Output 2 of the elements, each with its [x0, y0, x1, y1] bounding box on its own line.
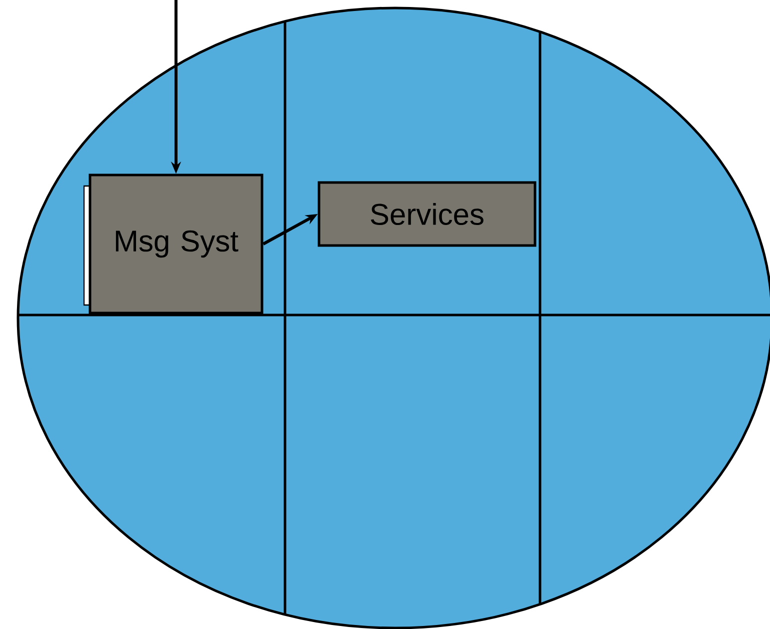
process-box: Services: [318, 181, 536, 247]
process-box: Msg Syst: [88, 174, 264, 314]
